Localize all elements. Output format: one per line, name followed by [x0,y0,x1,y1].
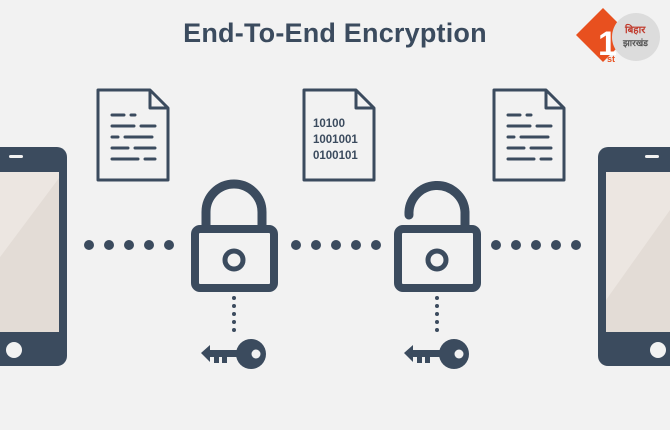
plain-document-left-icon [96,88,170,182]
right-smartphone-icon [598,147,670,366]
logo-text-line2: झारखंड [622,38,649,49]
channel-logo: 1 st बिहार झारखंड [576,8,660,64]
binary-line-2: 1001001 [313,134,358,146]
dot-connector-middle [291,240,381,250]
key-link-right [435,296,439,332]
page-title: End-To-End Encryption [183,18,487,48]
key-link-left [232,296,236,332]
binary-line-1: 10100 [313,118,345,130]
open-padlock-icon [394,181,481,292]
logo-text-line1: बिहार [624,23,646,36]
logo-suffix: st [607,54,615,64]
dot-connector-right [491,240,581,250]
closed-padlock-icon [191,179,278,292]
key-right-icon [404,339,469,369]
left-smartphone-icon [0,147,67,366]
logo-numeral: 1 [598,25,617,63]
binary-line-3: 0100101 [313,150,358,162]
key-left-icon [201,339,266,369]
encrypted-document-icon: 10100 1001001 0100101 [302,88,376,182]
plain-document-right-icon [492,88,566,182]
dot-connector-left [84,240,174,250]
